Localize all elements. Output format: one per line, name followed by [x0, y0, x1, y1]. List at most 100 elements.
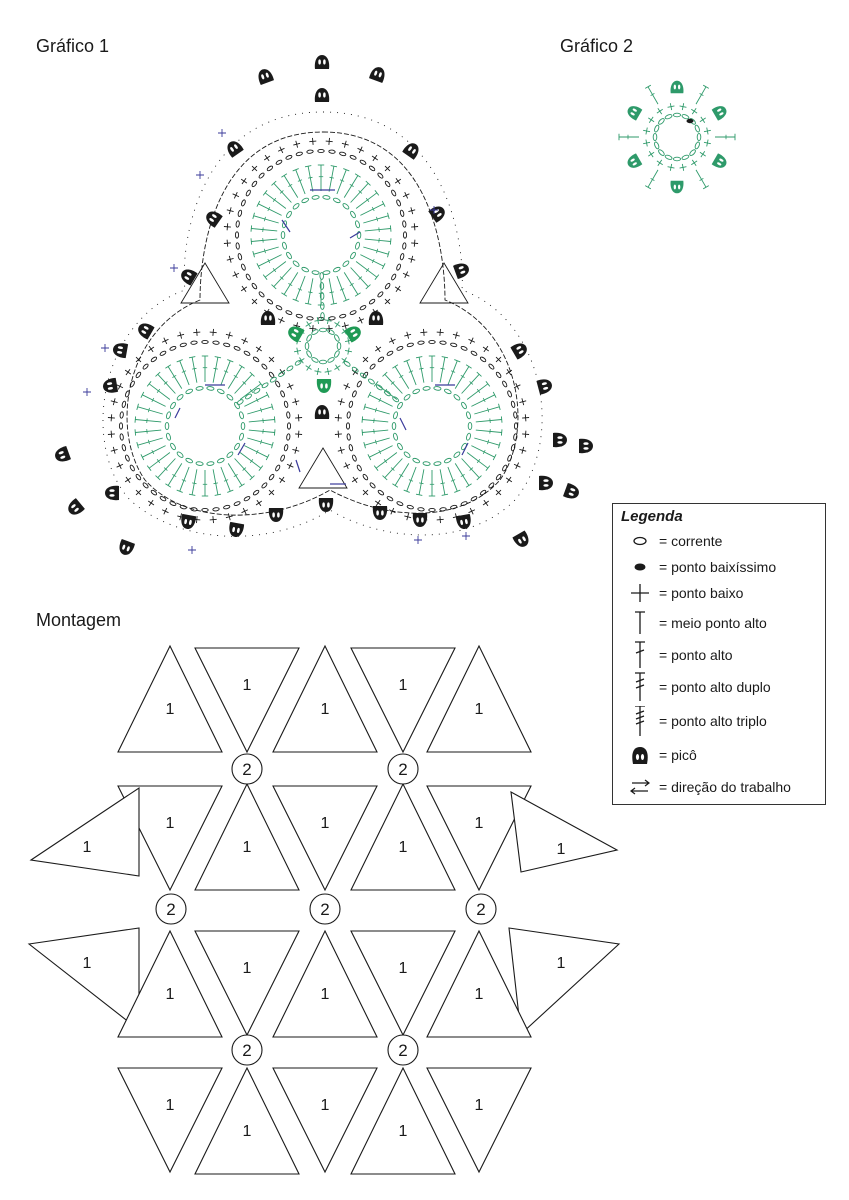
picot-mark	[316, 379, 332, 393]
legend-item-ponto-baixissimo: = ponto baixíssimo	[619, 552, 825, 582]
legend-label: = ponto alto	[659, 647, 733, 663]
triangle-label: 1	[321, 701, 330, 718]
circle-label: 2	[398, 1041, 407, 1060]
legend-label: = ponto baixíssimo	[659, 559, 777, 575]
slip-stitch-icon	[634, 563, 646, 571]
legend-item-ponto-baixo: = ponto baixo	[619, 578, 825, 608]
picot-mark	[627, 153, 643, 168]
legend-label: = picô	[659, 747, 697, 763]
picot-mark	[181, 513, 197, 529]
circle-piece	[155, 893, 187, 925]
triangle-label: 1	[321, 815, 330, 832]
triangle-label: 1	[399, 839, 408, 856]
triangle-label: 1	[83, 955, 92, 972]
treble-crochet-icon	[635, 672, 645, 701]
triangle-label: 1	[399, 1123, 408, 1140]
triangle-piece	[117, 785, 223, 892]
join-cross-mark	[414, 536, 422, 544]
join-cross-mark	[430, 206, 438, 214]
circle-label: 2	[476, 900, 485, 919]
legend-item-ponto-alto: = ponto alto	[619, 640, 825, 670]
chain-stitch-icon	[633, 536, 647, 546]
triangle-label: 1	[243, 1123, 252, 1140]
picot-mark	[206, 211, 223, 228]
triangle-piece	[508, 927, 621, 1036]
picot-mark	[553, 432, 567, 448]
picot-mark	[229, 521, 245, 537]
circle-piece	[231, 753, 263, 785]
direction-arrow	[349, 231, 361, 239]
triangle-piece	[272, 929, 378, 1038]
direction-arrow	[399, 417, 407, 431]
direction-arrow	[174, 407, 181, 419]
picot-mark	[314, 88, 330, 102]
circle-label: 2	[242, 760, 251, 779]
corner-triangle	[419, 262, 469, 304]
circle-piece	[309, 893, 341, 925]
triangle-piece	[350, 930, 456, 1037]
picot-mark	[314, 405, 330, 419]
triangle-piece	[194, 1066, 300, 1175]
picot-mark	[318, 498, 334, 512]
join-cross-mark	[196, 171, 204, 179]
triangle-label: 1	[475, 1097, 484, 1114]
picot-mark	[369, 67, 385, 83]
legend-title: Legenda	[621, 508, 683, 525]
triangle-label: 1	[399, 677, 408, 694]
triangle-piece	[117, 929, 223, 1038]
triangle-piece	[272, 785, 378, 892]
chart-1-title: Gráfico 1	[36, 36, 110, 56]
lobe-2	[107, 328, 303, 524]
legend-item-direcao-trabalho: = direção do trabalho	[619, 772, 825, 802]
circle-piece	[387, 1034, 419, 1066]
legend-label: = corrente	[659, 533, 723, 549]
picot-mark	[113, 343, 129, 359]
outer-stitch-row	[102, 111, 543, 537]
triangle-piece	[29, 786, 140, 877]
chart-2-motif	[618, 80, 736, 194]
legend-label: = ponto alto duplo	[659, 679, 771, 695]
circle-label: 2	[242, 1041, 251, 1060]
picot-mark	[711, 153, 727, 168]
direction-arrow	[295, 459, 301, 473]
picot-mark	[670, 80, 684, 94]
work-direction-icon	[630, 779, 650, 795]
triangle-piece	[426, 1067, 532, 1174]
triangle-label: 1	[166, 701, 175, 718]
lobe-3	[334, 328, 530, 524]
legend-label: = direção do trabalho	[659, 779, 791, 795]
picot-mark	[579, 438, 593, 454]
picot-mark	[103, 377, 119, 393]
join-cross-mark	[462, 532, 470, 540]
triangle-label: 1	[243, 839, 252, 856]
corner-triangle	[298, 447, 348, 489]
join-cross-mark	[218, 129, 226, 137]
triangle-label: 1	[166, 986, 175, 1003]
picot-mark	[268, 508, 284, 522]
picot-mark	[227, 141, 244, 158]
triangle-piece	[426, 785, 532, 892]
legend-item-ponto-alto-triplo: = ponto alto triplo	[619, 706, 825, 736]
picot-mark	[288, 326, 305, 343]
picot-mark	[105, 485, 119, 501]
single-crochet-icon	[631, 584, 649, 602]
triangle-label: 1	[475, 815, 484, 832]
picot-mark	[536, 379, 552, 395]
triangle-label: 1	[83, 839, 92, 856]
triangle-label: 1	[557, 955, 566, 972]
picot-mark	[563, 483, 579, 499]
picot-mark	[344, 326, 361, 343]
triangle-piece	[350, 647, 456, 754]
triangle-piece	[27, 927, 140, 1032]
legend-label: = meio ponto alto	[659, 615, 767, 631]
triangle-label: 1	[166, 815, 175, 832]
picot-mark	[258, 69, 274, 85]
triangle-piece	[117, 1067, 223, 1174]
legend-label: = ponto alto triplo	[659, 713, 767, 729]
picot-mark	[453, 263, 469, 279]
legend-label: = ponto baixo	[659, 585, 744, 601]
picot-mark	[510, 343, 527, 360]
triangle-label: 1	[166, 1097, 175, 1114]
direction-arrow	[461, 442, 469, 456]
